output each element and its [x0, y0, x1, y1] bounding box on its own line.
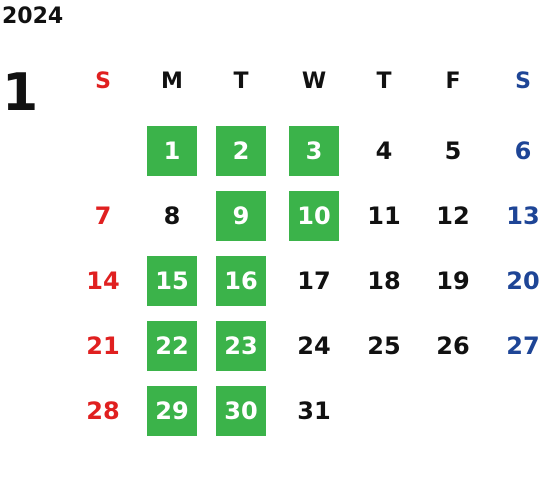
day-cell-5[interactable]: 5	[444, 137, 462, 165]
day-cell-12[interactable]: 12	[436, 202, 470, 230]
day-cell-21[interactable]: 21	[86, 332, 120, 360]
day-cell-2[interactable]: 2	[216, 126, 266, 176]
day-cell-1[interactable]: 1	[147, 126, 197, 176]
day-cell-14[interactable]: 14	[86, 267, 120, 295]
weekday-header-tue: T	[233, 69, 249, 94]
day-cell-6[interactable]: 6	[514, 137, 532, 165]
weekday-header-wed: W	[301, 69, 327, 94]
day-cell-29[interactable]: 29	[147, 386, 197, 436]
weekday-header-sun: S	[95, 69, 111, 94]
day-cell-24[interactable]: 24	[297, 332, 331, 360]
day-cell-17[interactable]: 17	[297, 267, 331, 295]
weekday-header-fri: F	[445, 69, 461, 94]
day-cell-22[interactable]: 22	[147, 321, 197, 371]
day-cell-27[interactable]: 27	[506, 332, 540, 360]
day-cell-8[interactable]: 8	[163, 202, 181, 230]
day-cell-7[interactable]: 7	[94, 202, 112, 230]
day-cell-31[interactable]: 31	[297, 397, 331, 425]
weekday-header-thu: T	[376, 69, 392, 94]
day-cell-30[interactable]: 30	[216, 386, 266, 436]
day-cell-10[interactable]: 10	[289, 191, 339, 241]
day-cell-9[interactable]: 9	[216, 191, 266, 241]
day-cell-18[interactable]: 18	[367, 267, 401, 295]
weekday-header-sat: S	[515, 69, 531, 94]
day-cell-3[interactable]: 3	[289, 126, 339, 176]
weekday-header-mon: M	[161, 69, 183, 94]
day-cell-4[interactable]: 4	[375, 137, 393, 165]
day-cell-19[interactable]: 19	[436, 267, 470, 295]
year-label: 2024	[2, 4, 64, 29]
day-cell-13[interactable]: 13	[506, 202, 540, 230]
day-cell-28[interactable]: 28	[86, 397, 120, 425]
month-label: 1	[2, 63, 39, 123]
day-cell-11[interactable]: 11	[367, 202, 401, 230]
day-cell-15[interactable]: 15	[147, 256, 197, 306]
day-cell-20[interactable]: 20	[506, 267, 540, 295]
day-cell-26[interactable]: 26	[436, 332, 470, 360]
day-cell-25[interactable]: 25	[367, 332, 401, 360]
day-cell-16[interactable]: 16	[216, 256, 266, 306]
day-cell-23[interactable]: 23	[216, 321, 266, 371]
